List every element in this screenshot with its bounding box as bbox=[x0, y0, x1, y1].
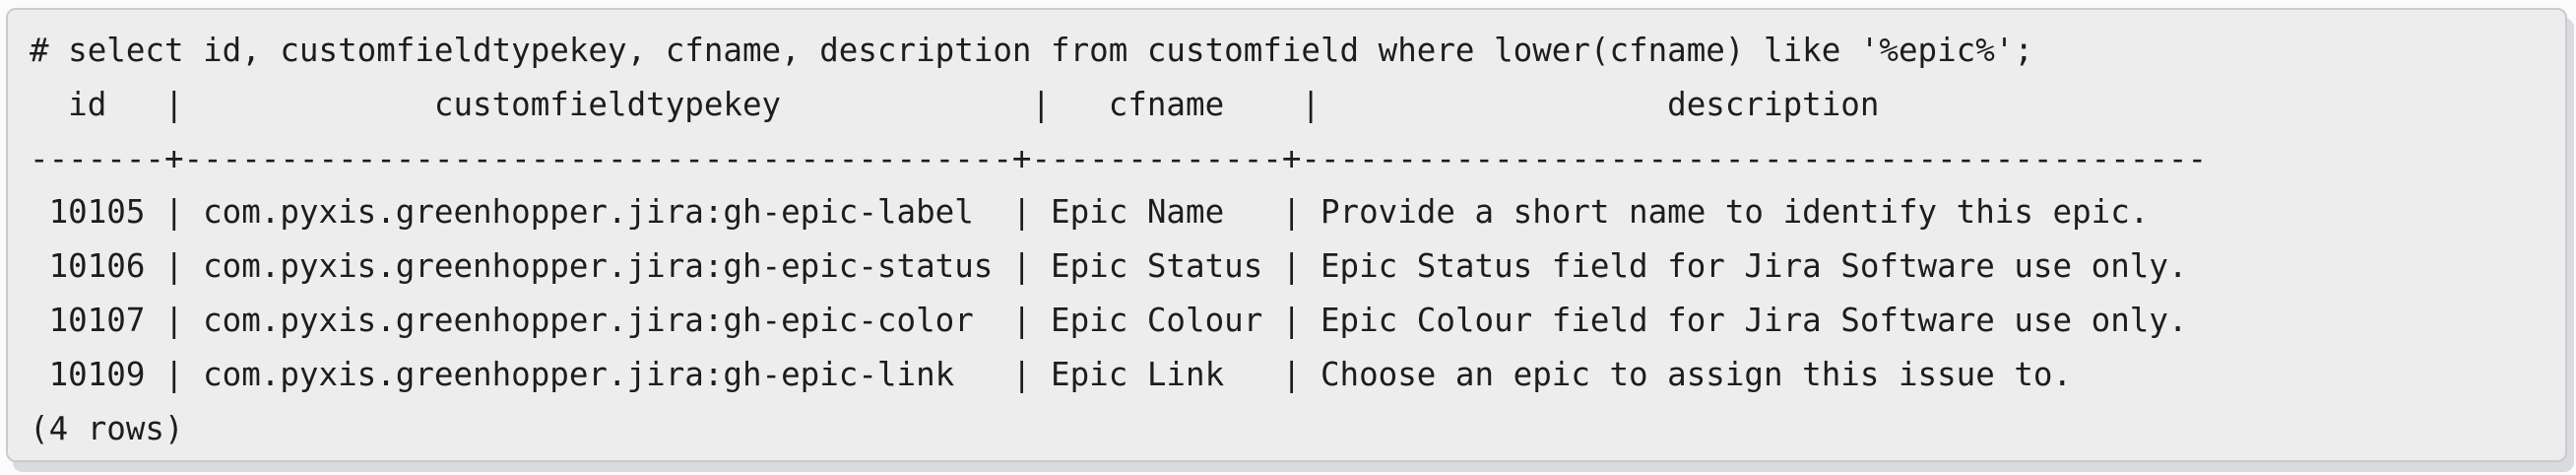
row-count-footer: (4 rows) bbox=[30, 409, 184, 447]
sql-query-line: # select id, customfieldtypekey, cfname,… bbox=[30, 32, 2033, 69]
psql-output: # select id, customfieldtypekey, cfname,… bbox=[8, 10, 2565, 455]
table-row: 10109 | com.pyxis.greenhopper.jira:gh-ep… bbox=[30, 355, 2073, 393]
terminal-output-block: # select id, customfieldtypekey, cfname,… bbox=[6, 8, 2567, 462]
table-row: 10107 | com.pyxis.greenhopper.jira:gh-ep… bbox=[30, 301, 2188, 339]
table-header-row: id | customfieldtypekey | cfname | descr… bbox=[30, 85, 1880, 123]
table-separator-line: -------+--------------------------------… bbox=[30, 139, 2208, 177]
table-row: 10105 | com.pyxis.greenhopper.jira:gh-ep… bbox=[30, 193, 2150, 232]
table-row: 10106 | com.pyxis.greenhopper.jira:gh-ep… bbox=[30, 247, 2188, 286]
